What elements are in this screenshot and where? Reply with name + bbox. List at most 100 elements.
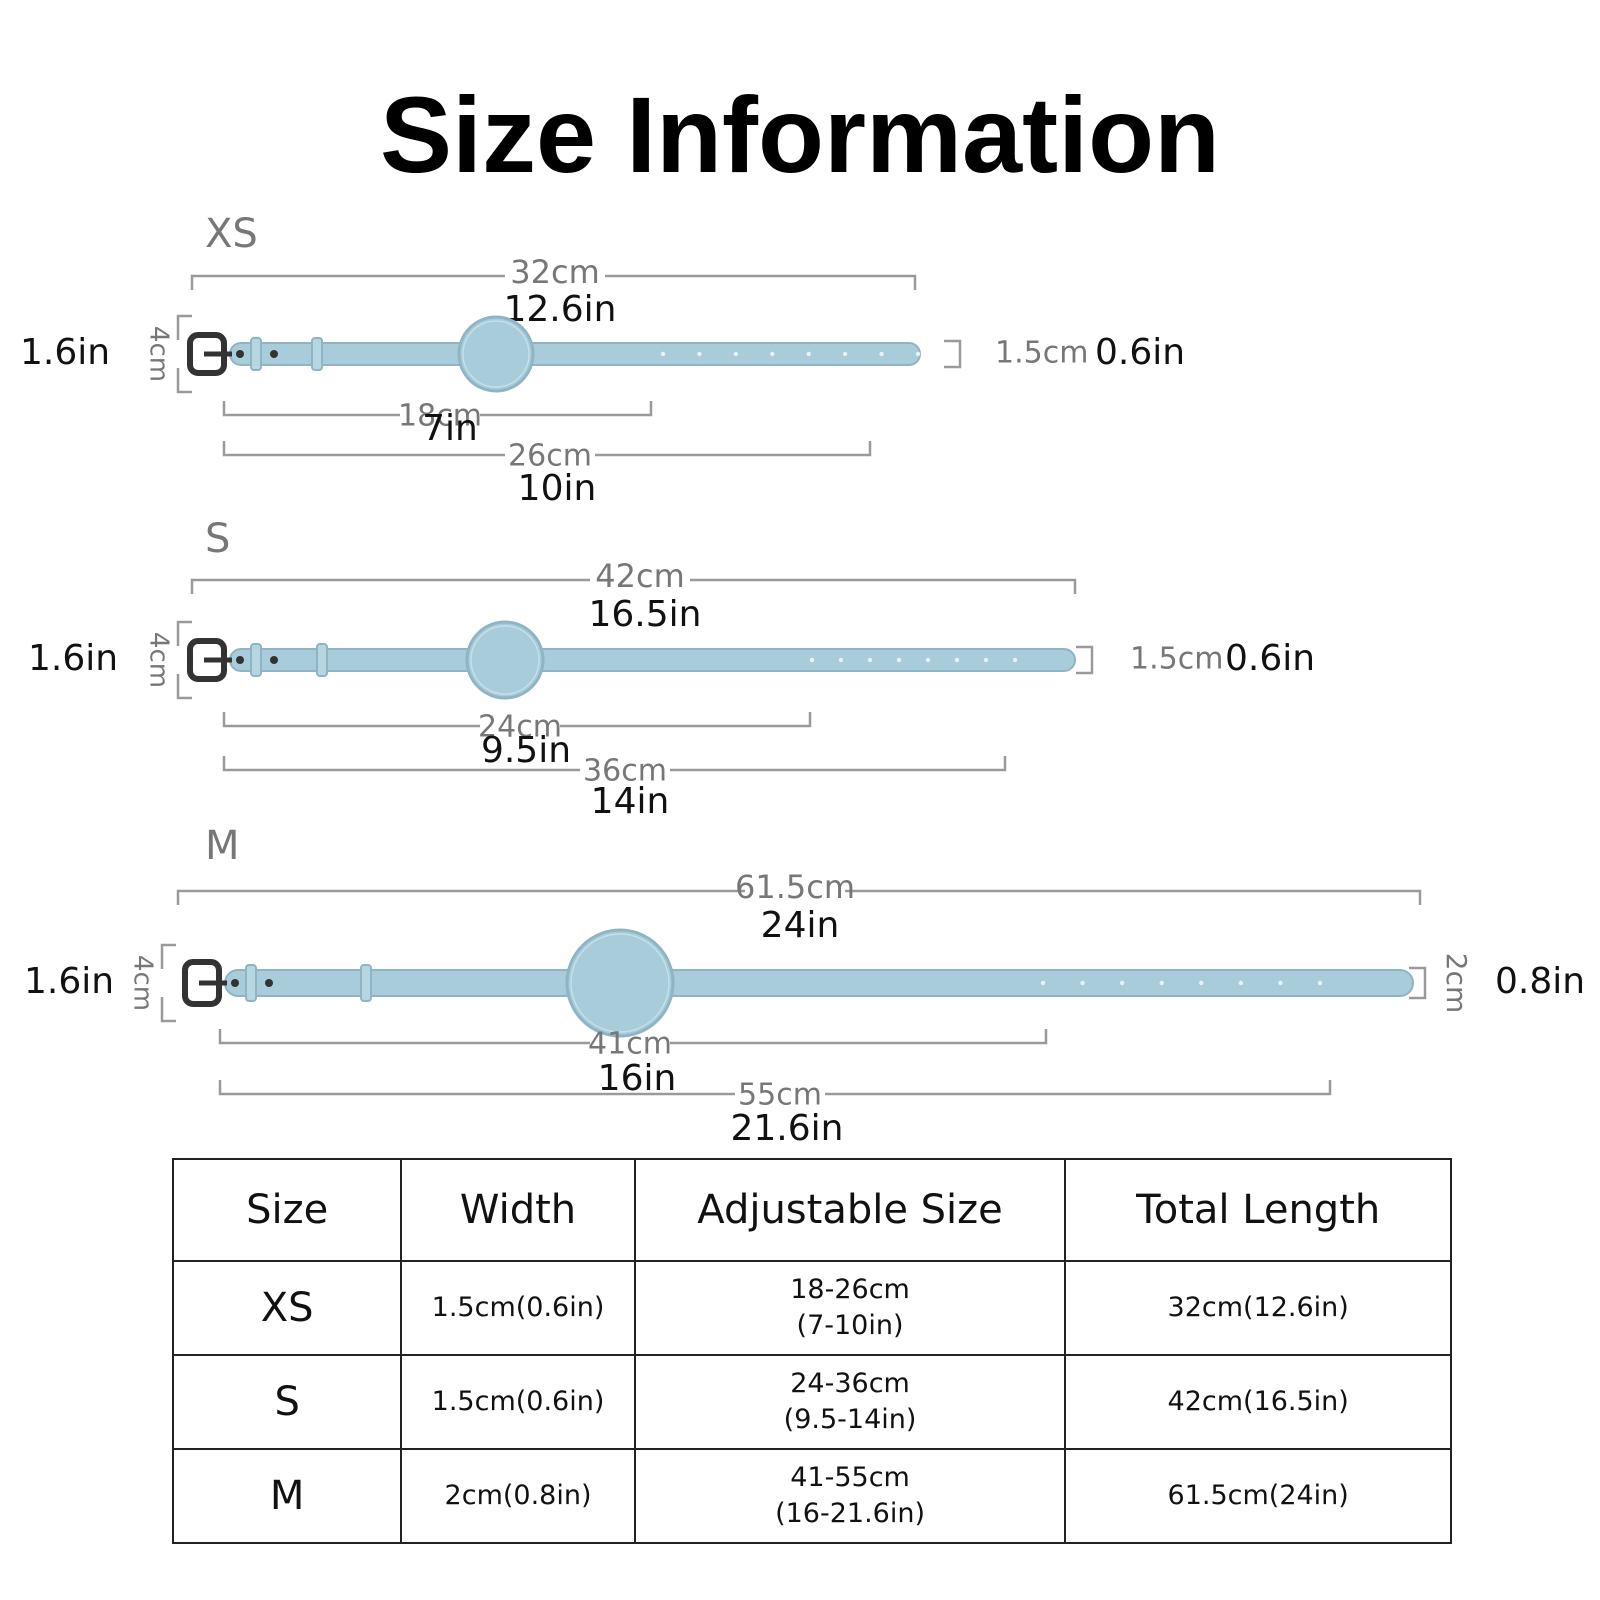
adjust-min-line-right (670, 1029, 1048, 1045)
cell-adjustable-size: 41-55cm (16-21.6in) (633, 1448, 1067, 1544)
height-bracket (160, 943, 176, 1023)
tracker-holder-rim (462, 320, 530, 388)
adj-cm: 41-55cm (790, 1461, 910, 1493)
total-length-line-right (845, 889, 1422, 905)
adjust-max-line-left (222, 756, 580, 772)
strap-hole (770, 351, 775, 357)
adj-in: (9.5-14in) (783, 1404, 917, 1435)
table-row: S 1.5cm(0.6in) 24-36cm (9.5-14in) 42cm(1… (171, 1354, 1452, 1450)
strap-hole (660, 351, 666, 357)
width-cm: 1.5cm (1130, 642, 1223, 677)
strap-hole (896, 657, 902, 663)
strap-hole (1317, 980, 1323, 986)
total-length-line-left (190, 578, 590, 594)
width-bracket (1076, 645, 1094, 675)
height-cm: 4cm (144, 326, 174, 382)
header-width: Width (400, 1158, 636, 1262)
tracker-holder-disc (565, 928, 675, 1038)
cell-size: XS (171, 1260, 403, 1356)
size-label: XS (205, 211, 258, 257)
strap-keeper (316, 643, 328, 677)
buckle-pin (236, 656, 244, 664)
strap-hole (838, 657, 844, 663)
width-bracket (944, 339, 962, 369)
total-length-cm: 32cm (510, 253, 599, 291)
adj-in: (7-10in) (796, 1310, 904, 1341)
page-title: Size Information (379, 74, 1221, 195)
strap-hole (806, 351, 811, 357)
tracker-holder-disc (465, 620, 545, 700)
height-bracket (176, 620, 192, 700)
cell-adjustable-size: 24-36cm (9.5-14in) (633, 1354, 1067, 1450)
height-cm: 4cm (128, 955, 158, 1011)
adjust-min-in: 9.5in (481, 730, 571, 771)
tracker-holder-rim (470, 625, 540, 695)
adjust-max-in: 21.6in (731, 1108, 844, 1149)
adjust-max-line-right (670, 756, 1007, 772)
adjust-min-in: 7in (422, 408, 478, 449)
strap-hole (1199, 980, 1204, 986)
cell-total-length: 32cm(12.6in) (1064, 1260, 1452, 1356)
strap-hole (1159, 980, 1164, 986)
adjust-min-line-left (218, 1029, 590, 1045)
adjust-max-in: 10in (518, 468, 597, 509)
width-in: 0.6in (1225, 638, 1315, 679)
width-cm: 1.5cm (995, 336, 1088, 371)
strap-hole (983, 657, 989, 663)
adjust-max-line-left (218, 1080, 735, 1096)
width-in: 0.8in (1495, 961, 1585, 1002)
total-length-cm: 42cm (595, 557, 684, 595)
adjust-max-line-right (825, 1080, 1332, 1096)
strap-hole (809, 657, 815, 663)
adjust-max-cm: 36cm (583, 754, 667, 789)
height-in: 1.6in (28, 638, 118, 679)
strap-keeper (250, 337, 262, 371)
strap-band (224, 969, 1414, 997)
header-size: Size (171, 1158, 403, 1262)
total-length-in: 16.5in (589, 594, 702, 635)
size-label: M (205, 823, 240, 869)
strap-hole (1080, 980, 1085, 986)
cell-width: 1.5cm(0.6in) (400, 1260, 636, 1356)
adj-cm: 18-26cm (790, 1273, 910, 1305)
header-adjustable-size: Adjustable Size (633, 1158, 1067, 1262)
adjust-min-line-right (480, 401, 653, 417)
height-cm: 4cm (144, 632, 174, 688)
strap-keeper (250, 643, 262, 677)
table-row: M 2cm(0.8in) 41-55cm (16-21.6in) 61.5cm(… (171, 1448, 1452, 1544)
buckle-pin (231, 979, 239, 987)
strap-hole (954, 657, 960, 663)
total-length-in: 24in (761, 905, 840, 946)
strap-keeper (311, 337, 323, 371)
tracker-holder-rim (570, 933, 670, 1033)
buckle-pin (236, 350, 244, 358)
tracker-holder-disc (457, 315, 535, 393)
buckle-pin (270, 656, 278, 664)
strap-hole (1040, 980, 1046, 986)
height-in: 1.6in (20, 332, 110, 373)
adj-cm: 24-36cm (790, 1367, 910, 1399)
cell-adjustable-size: 18-26cm (7-10in) (633, 1260, 1067, 1356)
total-length-in: 12.6in (504, 289, 617, 330)
adjust-max-in: 14in (591, 781, 670, 822)
buckle-pin (265, 979, 273, 987)
strap-hole (697, 351, 702, 357)
table-row: XS 1.5cm(0.6in) 18-26cm (7-10in) 32cm(12… (171, 1260, 1452, 1356)
table-header-row: Size Width Adjustable Size Total Length (171, 1158, 1452, 1262)
adjust-min-line-right (560, 712, 812, 728)
strap-hole (1238, 980, 1244, 986)
adjust-max-cm: 26cm (508, 439, 592, 474)
adjust-min-cm: 24cm (478, 710, 562, 745)
width-in: 0.6in (1095, 332, 1185, 373)
width-bracket (1409, 966, 1427, 1000)
total-length-line-right (605, 274, 917, 290)
strap-band (229, 342, 921, 366)
cell-width: 1.5cm(0.6in) (400, 1354, 636, 1450)
strap-hole (867, 657, 873, 663)
adjust-min-cm: 41cm (588, 1027, 672, 1062)
total-length-line-left (176, 889, 745, 905)
strap-hole (1012, 657, 1018, 663)
strap-hole (1119, 980, 1125, 986)
